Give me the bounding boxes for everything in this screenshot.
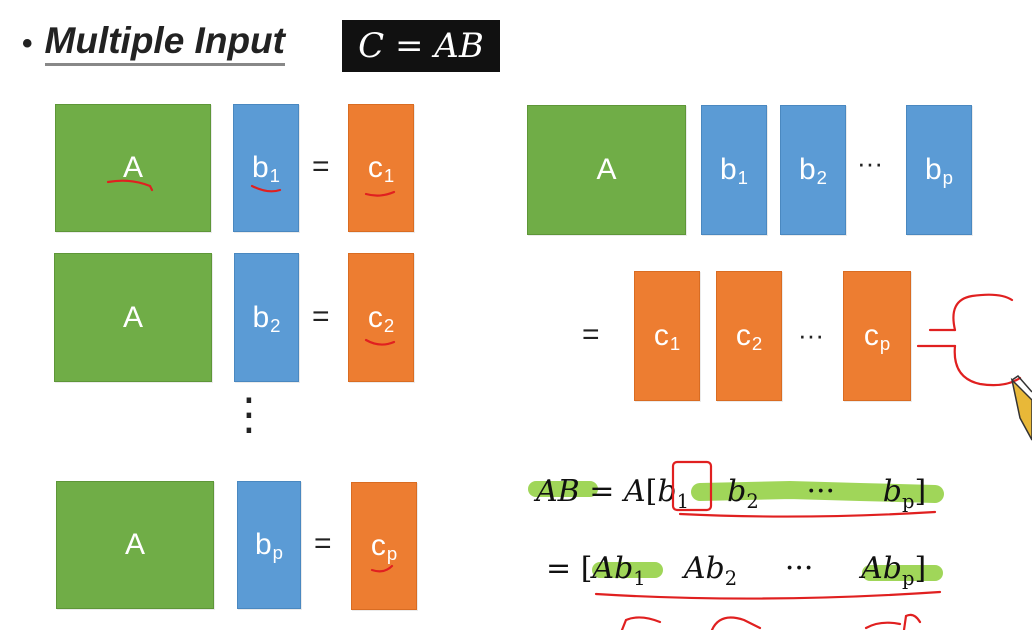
scribble-cp [864, 613, 922, 630]
sub: 1 [737, 167, 749, 189]
cp-label: c [370, 529, 386, 562]
bp-sub: p [901, 489, 915, 513]
b2-sub: 2 [270, 314, 281, 336]
horizontal-ellipsis: ··· [798, 320, 824, 350]
ab2-sub: 2 [724, 566, 738, 590]
close-bracket: ] [914, 474, 927, 509]
label: c [735, 319, 751, 352]
b2-term: b [727, 474, 747, 509]
c1-label: c [367, 151, 383, 184]
ab1-sub: 1 [633, 566, 646, 590]
sub: 2 [816, 167, 828, 189]
sub: 1 [669, 333, 681, 355]
scribble-c1 [620, 616, 662, 630]
equals-mark [916, 328, 957, 348]
matrix-a-row1: A [55, 104, 211, 232]
underline-eq2 [594, 590, 942, 600]
matrix-a-combined: A [527, 105, 686, 235]
equals-sign: = [582, 318, 600, 351]
label: A [124, 528, 145, 561]
matrix-a-row2: A [54, 253, 212, 382]
bp-sub: p [272, 542, 284, 564]
sub: p [942, 167, 954, 189]
label: A [122, 300, 143, 334]
formula-badge: C = AB [342, 20, 500, 72]
c1-sub: 1 [383, 165, 395, 187]
underline-eq1 [678, 510, 937, 518]
b1-sub: 1 [269, 165, 281, 187]
horizontal-ellipsis: ··· [857, 148, 883, 178]
sub: p [879, 333, 891, 355]
ab2-term: Ab [683, 551, 725, 586]
b1-label: b [251, 151, 269, 184]
b1-term: b [657, 474, 677, 509]
equals-sign: = [546, 551, 572, 586]
label: b [924, 153, 942, 186]
equals-sign: = [589, 474, 615, 509]
ab1-term: Ab [592, 551, 634, 586]
bp-label: b [254, 528, 272, 561]
cp-sub: p [386, 543, 398, 565]
ellipsis: ··· [806, 474, 836, 509]
b2-label: b [252, 300, 270, 334]
matrix-a-rowp: A [56, 481, 214, 609]
a-term: A [623, 474, 646, 509]
slide-title: • Multiple Input [22, 21, 285, 66]
bullet: • [22, 26, 33, 60]
ellipsis: ··· [784, 551, 814, 586]
bracket-curve [952, 293, 1022, 387]
c2-label: c [367, 300, 383, 334]
b1-sub: 1 [676, 489, 689, 513]
label: b [719, 153, 737, 186]
sub: 2 [751, 333, 763, 355]
pencil-cursor-icon [1010, 375, 1032, 441]
equation-ab-expansion: AB = A[b1 b2 ··· bp] [536, 474, 927, 513]
abp-term: Ab [861, 551, 903, 586]
vertical-ellipsis: ⋮ [227, 390, 271, 439]
scribble-c2 [710, 616, 762, 630]
label: b [798, 153, 816, 186]
equals-sign: = [312, 300, 330, 333]
open-bracket: [ [645, 474, 658, 509]
equals-sign: = [314, 527, 332, 560]
label: c [653, 319, 669, 352]
title-text: Multiple Input [44, 21, 285, 66]
c2-sub: 2 [383, 314, 395, 336]
label: c [863, 319, 879, 352]
label: A [596, 153, 617, 186]
ab-term: AB [536, 474, 580, 509]
close-bracket: ] [914, 551, 927, 586]
bp-term: b [882, 474, 902, 509]
abp-sub: p [902, 566, 915, 590]
b2-sub: 2 [746, 489, 759, 513]
equals-sign: = [312, 150, 330, 183]
open-bracket: [ [580, 551, 593, 586]
label: A [122, 151, 143, 184]
equation-ab-columns: = [Ab1 Ab2 ··· Abp] [546, 551, 927, 590]
